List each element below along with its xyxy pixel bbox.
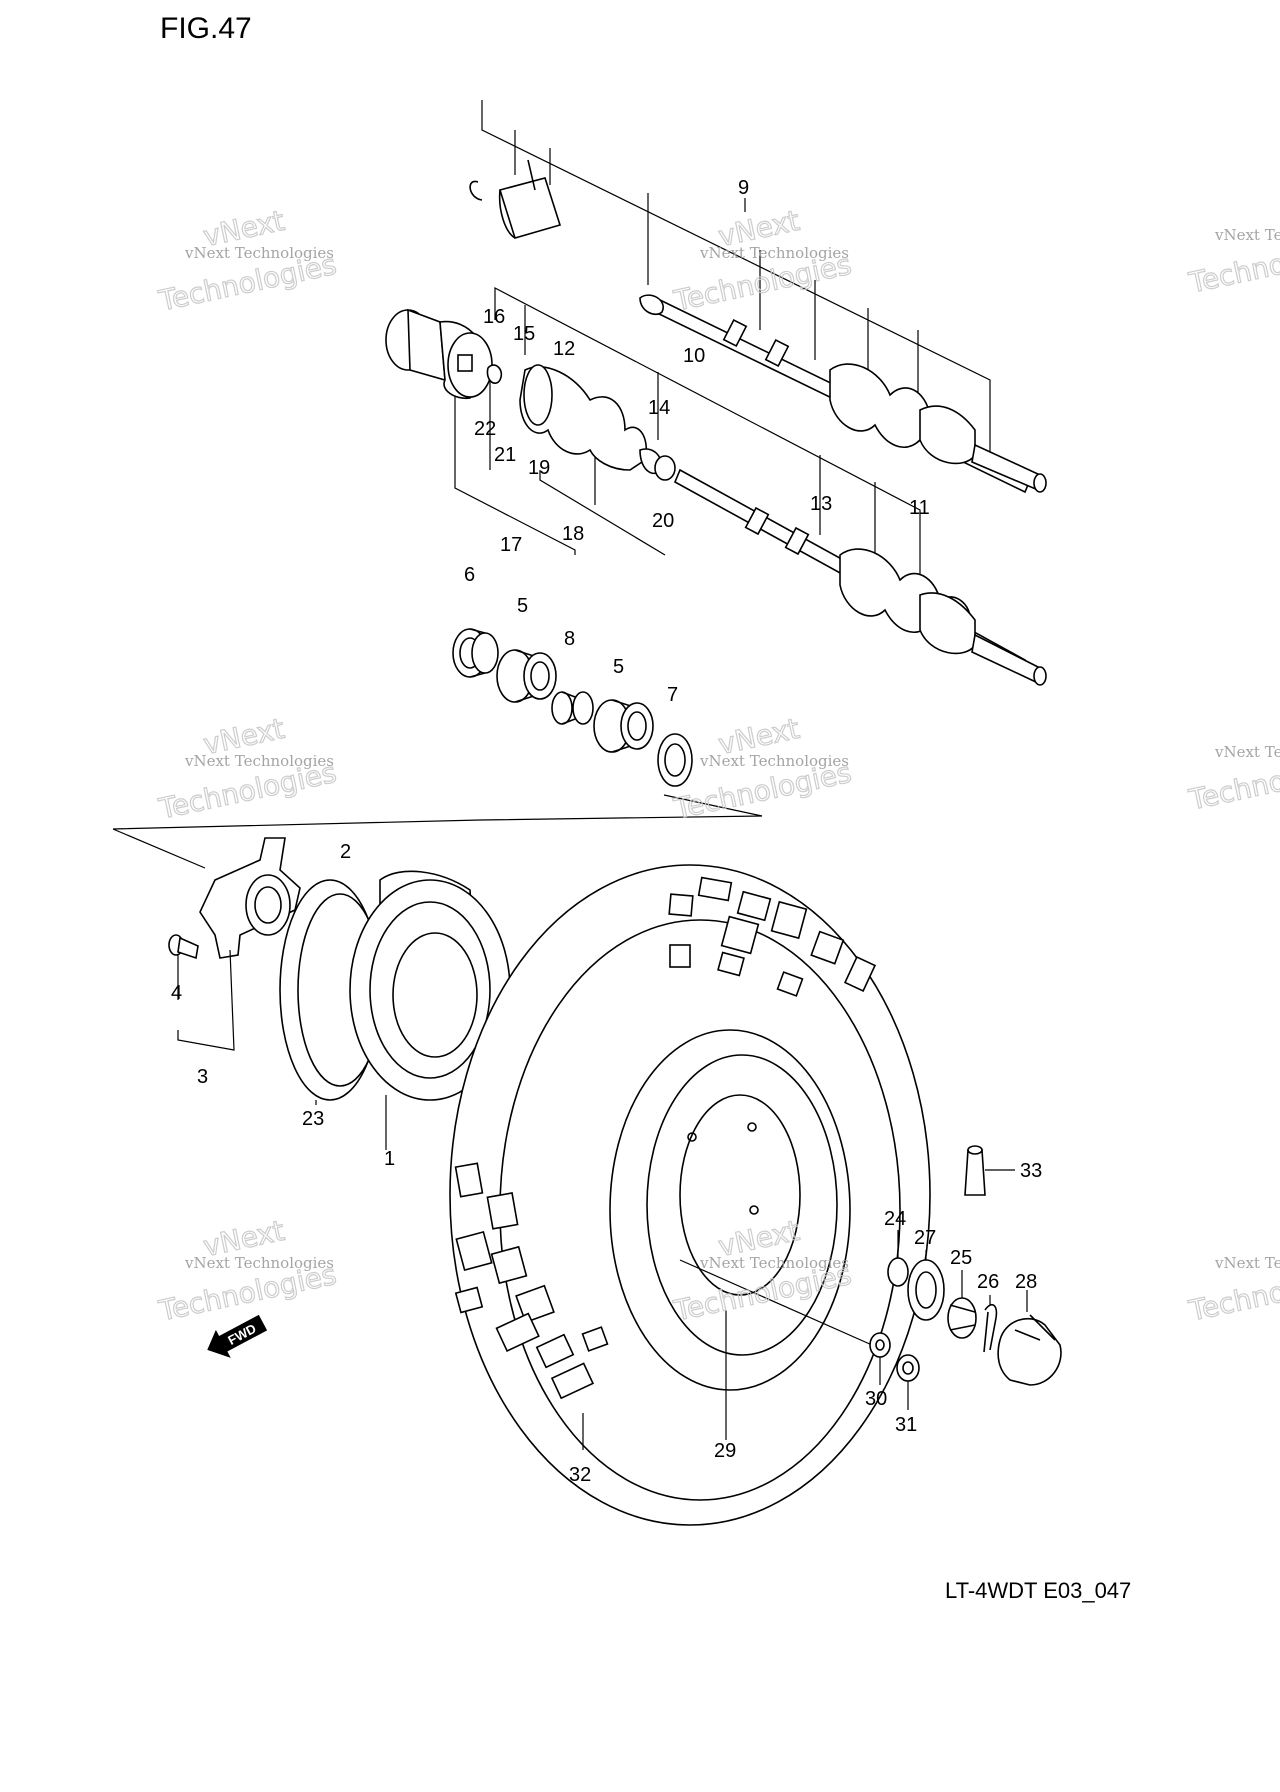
callout-24: 24 xyxy=(884,1208,906,1230)
callout-12: 12 xyxy=(553,338,575,360)
callout-23: 23 xyxy=(302,1108,324,1130)
hub-brake-drum xyxy=(112,794,763,1150)
watermark-text: vNext Technologies xyxy=(699,244,849,262)
watermark-text: vNext Technologies xyxy=(699,1254,849,1272)
watermark-text: vNext Technologies xyxy=(184,752,334,770)
callout-27: 27 xyxy=(914,1227,936,1249)
watermark-text: vNext Technologies xyxy=(184,244,334,262)
drive-shaft-lower xyxy=(385,287,1047,686)
fwd-label: FWD xyxy=(225,1321,258,1348)
watermark-text: vNext Technologies xyxy=(1214,226,1280,244)
wheel-tire xyxy=(449,864,931,1526)
figure-title: FIG.47 xyxy=(160,12,252,45)
callout-17: 17 xyxy=(500,534,522,556)
watermark-text: vNext Technologies xyxy=(1214,1254,1280,1272)
fwd-arrow: FWD xyxy=(207,1314,268,1358)
callout-28: 28 xyxy=(1015,1271,1037,1293)
callout-30: 30 xyxy=(865,1388,887,1410)
callout-5b: 5 xyxy=(613,656,624,678)
callout-14: 14 xyxy=(648,397,670,419)
callout-2: 2 xyxy=(340,841,351,863)
callout-3: 3 xyxy=(197,1066,208,1088)
watermark-text: vNext Technologies xyxy=(1214,743,1280,761)
callout-29: 29 xyxy=(714,1440,736,1462)
drive-shaft-upper xyxy=(469,100,1047,494)
callout-10: 10 xyxy=(683,345,705,367)
callout-11: 11 xyxy=(909,497,930,519)
callout-32: 32 xyxy=(569,1464,591,1486)
callout-4: 4 xyxy=(171,982,182,1004)
callout-22: 22 xyxy=(474,418,496,440)
callout-6: 6 xyxy=(464,564,475,586)
callout-18: 18 xyxy=(562,523,584,545)
callout-20: 20 xyxy=(652,510,674,532)
callout-16: 16 xyxy=(483,306,505,328)
callout-8: 8 xyxy=(564,628,575,650)
callout-21: 21 xyxy=(494,444,516,466)
callout-31: 31 xyxy=(895,1414,917,1436)
figure-code: LT-4WDT E03_047 xyxy=(945,1578,1131,1603)
callout-7: 7 xyxy=(667,684,678,706)
callout-5a: 5 xyxy=(517,595,528,617)
callout-33: 33 xyxy=(1020,1160,1042,1182)
callout-1: 1 xyxy=(384,1148,395,1170)
callout-9: 9 xyxy=(738,177,749,199)
bearings-seals xyxy=(452,628,693,787)
callout-13: 13 xyxy=(810,493,832,515)
callout-15: 15 xyxy=(513,323,535,345)
wheel-fasteners xyxy=(869,1145,1062,1410)
callout-labels: 1 2 3 4 5 5 6 7 8 9 10 11 12 13 14 15 16… xyxy=(171,177,1042,1486)
watermark-text: vNext Technologies xyxy=(184,1254,334,1272)
callout-25: 25 xyxy=(950,1247,972,1269)
callout-19: 19 xyxy=(528,457,550,479)
callout-26: 26 xyxy=(977,1271,999,1293)
watermark-text: vNext Technologies xyxy=(699,752,849,770)
